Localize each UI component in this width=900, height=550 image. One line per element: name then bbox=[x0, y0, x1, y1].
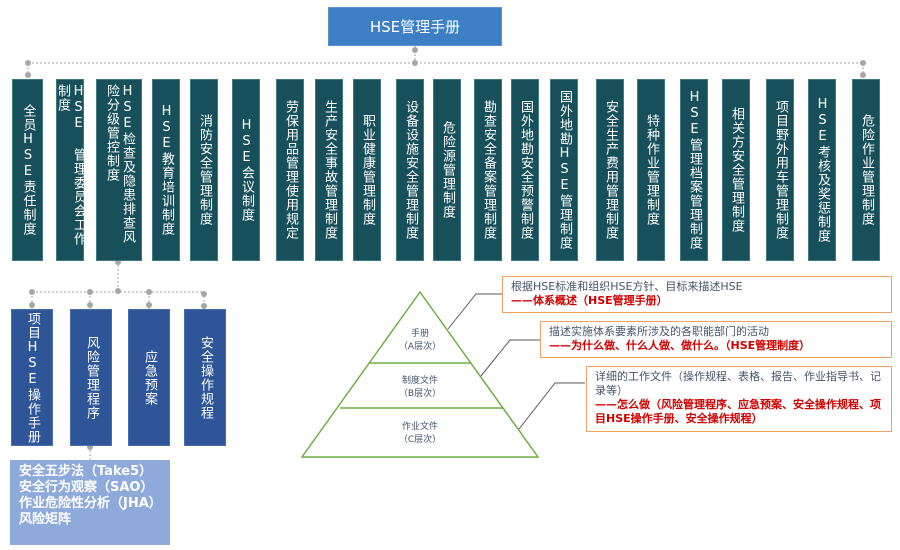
tool-item: 安全五步法（Take5） bbox=[19, 464, 153, 479]
callout-emphasis: ——怎么做（风险管理程序、应急预案、安全操作规程、项目HSE操作手册、安全操作规… bbox=[595, 398, 881, 425]
tier-name: 作业文件 bbox=[401, 422, 438, 432]
tier-level: （C层次） bbox=[398, 435, 442, 445]
regulation-box[interactable]: 安全生产费用管理制度 bbox=[596, 79, 624, 261]
regulation-box[interactable]: 危险源管理制度 bbox=[433, 79, 461, 261]
regulation-box[interactable]: 消防安全管理制度 bbox=[190, 79, 218, 261]
tier-name: 手册 bbox=[410, 329, 429, 339]
procedure-box[interactable]: 项目HSE操作手册 bbox=[11, 309, 53, 446]
tool-item: 作业危险性分析（JHA） bbox=[19, 496, 162, 511]
callout-description: 描述实施体系要素所涉及的各职能部门的活动 bbox=[549, 325, 769, 338]
regulation-box[interactable]: 国外地勘HSE管理制度 bbox=[550, 79, 578, 261]
pyramid-tier-c: 作业文件 （C层次） bbox=[375, 421, 465, 447]
regulation-box[interactable]: 项目野外用车管理制度 bbox=[766, 79, 794, 261]
regulation-box[interactable]: 特种作业管理制度 bbox=[637, 79, 665, 261]
callout-tier-b: 描述实施体系要素所涉及的各职能部门的活动 ——为什么做、什么人做、做什么。（HS… bbox=[540, 321, 892, 358]
tier-name: 制度文件 bbox=[401, 376, 438, 386]
regulation-box[interactable]: 职业健康管理制度 bbox=[353, 79, 381, 261]
regulation-box[interactable]: HSE检查及隐患排查风险分级管控制度 bbox=[96, 79, 142, 261]
tier-level: （A层次） bbox=[398, 342, 442, 352]
pyramid-tier-a: 手册 （A层次） bbox=[375, 328, 465, 354]
regulation-box[interactable]: HSE 管理委员会工作制度 bbox=[55, 79, 86, 261]
regulation-box[interactable]: 国外地勘安全预警制度 bbox=[511, 79, 539, 261]
regulation-box[interactable]: HSE管理档案管理制度 bbox=[680, 79, 708, 261]
regulation-box[interactable]: 相关方安全管理制度 bbox=[722, 79, 750, 261]
procedure-box[interactable]: 安全操作规程 bbox=[184, 309, 226, 446]
risk-tools-box: 安全五步法（Take5） 安全行为观察（SAO） 作业危险性分析（JHA） 风险… bbox=[10, 460, 170, 545]
callout-description: 根据HSE标准和组织HSE方针、目标来描述HSE bbox=[511, 280, 743, 293]
callout-emphasis: ——为什么做、什么人做、做什么。（HSE管理制度） bbox=[549, 339, 811, 352]
callout-description: 详细的工作文件（操作规程、表格、报告、作业指导书、记录等） bbox=[595, 370, 881, 397]
regulation-box[interactable]: HSE会议制度 bbox=[232, 79, 260, 261]
procedure-box[interactable]: 应急预案 bbox=[128, 309, 170, 446]
callout-tier-a: 根据HSE标准和组织HSE方针、目标来描述HSE ——体系概述（HSE管理手册） bbox=[502, 276, 892, 313]
tool-item: 风险矩阵 bbox=[19, 512, 72, 527]
callout-emphasis: ——体系概述（HSE管理手册） bbox=[511, 294, 668, 307]
regulation-box[interactable]: 生产安全事故管理制度 bbox=[315, 79, 343, 261]
procedure-box[interactable]: 风险管理程序 bbox=[70, 309, 112, 446]
tier-level: （B层次） bbox=[398, 389, 442, 399]
regulation-box[interactable]: 勘查安全备案管理制度 bbox=[474, 79, 502, 261]
regulation-box[interactable]: 危险作业管理制度 bbox=[852, 79, 880, 261]
callout-tier-c: 详细的工作文件（操作规程、表格、报告、作业指导书、记录等） ——怎么做（风险管理… bbox=[586, 366, 892, 432]
regulation-box[interactable]: HSE考核及奖惩制度 bbox=[808, 79, 836, 261]
regulation-box[interactable]: 全员HSE责任制度 bbox=[12, 79, 43, 261]
regulation-box[interactable]: 劳保用品管理使用规定 bbox=[276, 79, 304, 261]
tool-item: 安全行为观察（SAO） bbox=[19, 480, 154, 495]
regulation-box[interactable]: HSE教育培训制度 bbox=[152, 79, 180, 261]
regulation-box[interactable]: 设备设施安全管理制度 bbox=[396, 79, 424, 261]
root-node-hse-manual[interactable]: HSE管理手册 bbox=[328, 7, 502, 46]
pyramid-tier-b: 制度文件 （B层次） bbox=[375, 375, 465, 401]
